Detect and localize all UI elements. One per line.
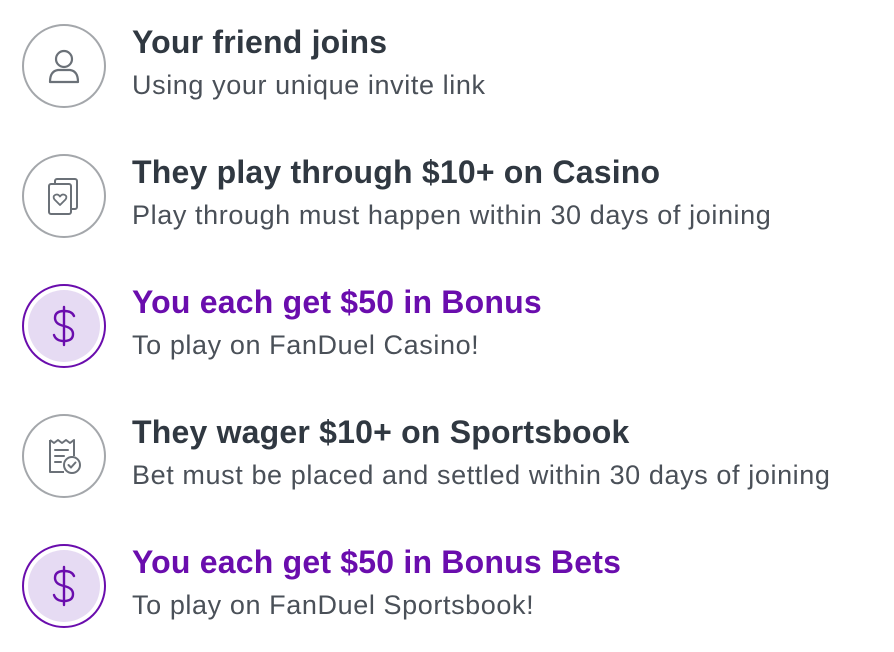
step-casino-play-through: They play through $10+ on Casino Play th… [0,140,894,250]
dollar-icon-background [28,550,100,622]
cards-icon [48,178,78,215]
step-sportsbook-wager: They wager $10+ on Sportsbook Bet must b… [0,400,894,510]
dollar-icon-circle [22,544,106,628]
step-title: You each get $50 in Bonus Bets [132,544,622,580]
cards-icon-circle [22,154,106,238]
step-subtitle: Bet must be placed and settled within 30… [132,460,831,490]
dollar-icon [52,565,76,607]
step-title: You each get $50 in Bonus [132,284,542,320]
dollar-icon [52,305,76,347]
bet-slip-icon-circle [22,414,106,498]
step-title: They wager $10+ on Sportsbook [132,414,630,450]
step-subtitle: To play on FanDuel Casino! [132,330,480,360]
dollar-icon-background [28,290,100,362]
step-friend-joins: Your friend joins Using your unique invi… [0,10,894,120]
step-subtitle: Play through must happen within 30 days … [132,200,772,230]
step-subtitle: Using your unique invite link [132,70,486,100]
step-title: Your friend joins [132,24,388,60]
step-casino-bonus: You each get $50 in Bonus To play on Fan… [0,270,894,380]
bet-slip-icon [49,439,81,474]
dollar-icon-circle [22,284,106,368]
user-icon [48,49,80,84]
user-icon-circle [22,24,106,108]
step-sportsbook-bonus: You each get $50 in Bonus Bets To play o… [0,530,894,640]
step-subtitle: To play on FanDuel Sportsbook! [132,590,535,620]
step-title: They play through $10+ on Casino [132,154,661,190]
